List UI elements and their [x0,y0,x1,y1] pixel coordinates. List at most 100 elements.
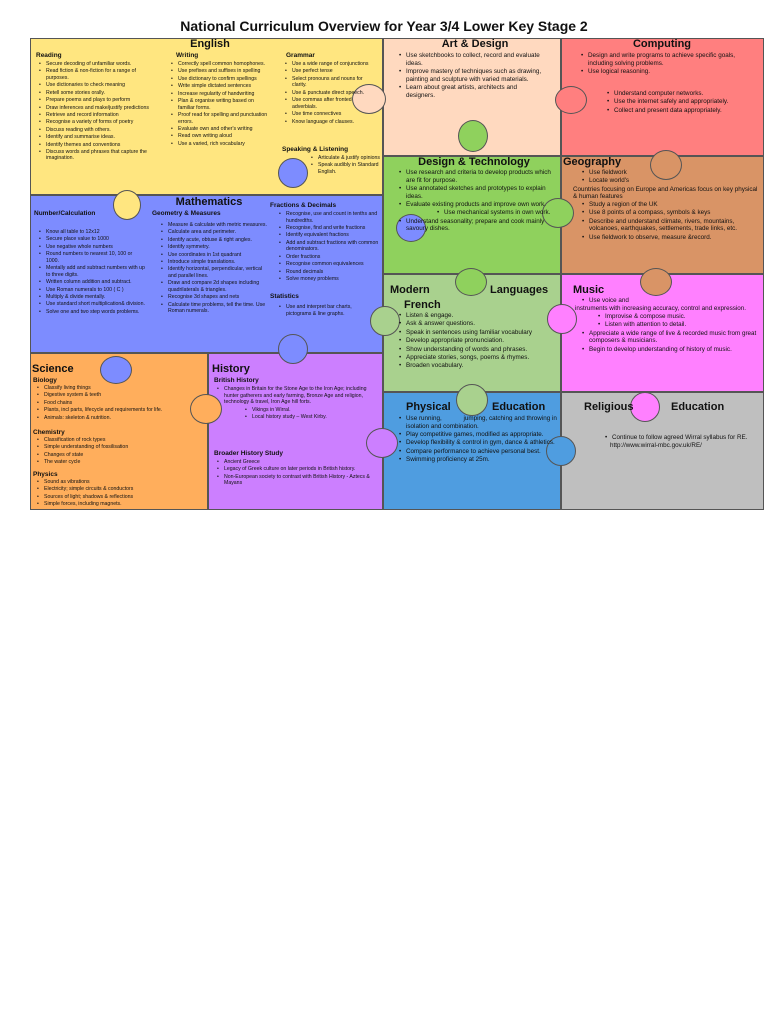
list-item: Learn about great artists, architects an… [399,84,546,99]
list-item: Identify acute, obtuse & right angles. [161,237,270,244]
list-item: Use prefixes and suffixes in spelling [171,68,268,75]
music-list: Use voice and instruments with increasin… [575,297,760,354]
puzzle-tab [555,86,587,114]
list-item: Use research and criteria to develop pro… [399,169,556,184]
fractions-label: Fractions & Decimals [270,202,337,209]
computing-heading: Computing [632,38,692,50]
list-item: Use mechanical systems in own work. [437,209,556,217]
list-item: Retrieve and record information [39,112,156,119]
list-item: Ask & answer questions. [399,320,558,328]
writing-list: Correctly spell common homophones. Use p… [168,61,268,148]
list-item: Use a varied, rich vocabulary [171,141,268,148]
mfl-list: Listen & engage. Ask & answer questions.… [396,312,558,371]
list-item: Discuss reading with others. [39,127,156,134]
list-item: Write simple dictated sentences [171,83,268,90]
list-item: Sources of light; shadows & reflections [37,494,194,501]
list-item: Show understanding of words and phrases. [399,346,558,354]
list-item: Introduce simple translations. [161,259,270,266]
british-history-label: British History [214,377,259,384]
re-panel [561,392,764,510]
list-item: Changes in Britain for the Stone Age to … [217,386,374,406]
list-item: Plants, incl parts, lifecycle and requir… [37,407,194,414]
art-list: Use sketchbooks to collect, record and e… [396,52,546,100]
chemistry-list: Classification of rock types Simple unde… [34,437,194,467]
british-history-list: Changes in Britain for the Stone Age to … [214,386,374,421]
maths-heading: Mathematics [175,196,243,208]
statistics-label: Statistics [270,293,299,300]
list-item: Correctly spell common homophones. [171,61,268,68]
list-item: Compare performance to achieve personal … [399,448,558,456]
pe-item-a: Use running, [406,415,442,422]
list-item: Use commas after fronted adverbials. [285,97,378,110]
list-item: Calculate area and perimeter. [161,229,270,236]
list-item: Use negative whole numbers [39,244,146,251]
list-item: Sound as vibrations [37,479,194,486]
pe-item-a2: jumping, catching and throwing in isolat… [406,415,557,430]
number-label: Number/Calculation [34,210,96,217]
list-item: Describe and understand climate, rivers,… [582,218,760,233]
list-item: Play competitive games, modified as appr… [399,431,558,439]
grammar-label: Grammar [286,52,315,59]
list-item: Locate world's [582,177,760,185]
list-item: Identify horizontal, perpendicular, vert… [161,266,270,279]
list-item: Proof read for spelling and punctuation … [171,112,268,125]
page-title: National Curriculum Overview for Year 3/… [180,18,588,34]
biology-label: Biology [33,377,57,384]
geography-heading: Geography [563,156,622,168]
list-item: Calculate time problems, tell the time. … [161,302,270,315]
computing-sub-list: Understand computer networks. Use the in… [604,90,754,115]
list-item: Recognise a variety of forms of poetry [39,119,156,126]
speaking-list: Articulate & justify opinions Speak audi… [308,155,382,176]
list-item: Use Roman numerals to 100 ( C ) [39,287,146,294]
list-item: Round decimals [279,269,380,276]
fractions-list: Recognise, use and count in tenths and h… [276,211,380,283]
list-item: Identify themes and conventions [39,142,156,149]
list-item: Use 8 points of a compass, symbols & key… [582,209,760,217]
list-item: Secure place value to 1000 [39,236,146,243]
list-item: Use a wide range of conjunctions [285,61,378,68]
list-item: Speak audibly in Standard English. [311,162,382,175]
list-item: Add and subtract fractions with common d… [279,240,380,253]
list-item: Written column addition and subtract. [39,279,146,286]
computing-list: Design and write programs to achieve spe… [578,52,758,76]
number-list: Know all table to 12x12 Secure place val… [36,229,146,316]
list-item: Use time connectives [285,111,378,118]
list-item: Use coordinates in 1st quadrant [161,252,270,259]
puzzle-tab [278,334,308,364]
writing-label: Writing [176,52,199,59]
list-item: Round numbers to nearest 10, 100 or 1000… [39,251,146,264]
list-item: Understand computer networks. [607,90,754,98]
re-heading-religious: Religious [584,401,634,413]
list-item: Mentally add and subtract numbers with u… [39,265,146,278]
broader-history-list: Ancient Greece Legacy of Greek culture o… [214,459,374,488]
list-item: Classification of rock types [37,437,194,444]
dt-heading: Design & Technology [418,156,530,168]
list-item: Prepare poems and plays to perform [39,97,156,104]
english-heading: English [190,38,230,50]
list-item: Simple forces, including magnets. [37,501,194,508]
re-link[interactable]: http://www.wirral-mbc.gov.uk/RE/ [610,442,702,450]
puzzle-tab [366,428,398,458]
list-item: Articulate & justify opinions [311,155,382,162]
reading-label: Reading [36,52,62,59]
list-item: Use and interpret bar charts, pictograms… [279,304,366,317]
list-item: Use & punctuate direct speech. [285,90,378,97]
puzzle-tab [100,356,132,384]
list-item: Listen with attention to detail. [598,321,760,329]
puzzle-tab [278,158,308,188]
list-item: Local history study – West Kirby. [245,414,374,421]
list-item: Use fieldwork to observe, measure &recor… [582,234,760,242]
science-heading: Science [32,363,74,375]
list-item: Read fiction & non-fiction for a range o… [39,68,156,81]
list-item: The water cycle [37,459,194,466]
list-item: Solve one and two step words problems. [39,309,146,316]
list-item: Food chains [37,400,194,407]
pe-list: Use running, jumping, catching and throw… [396,415,558,465]
list-item: Increase regularity of handwriting [171,91,268,98]
list-item: Develop flexibility & control in gym, da… [399,439,558,447]
puzzle-tab [458,120,488,152]
list-item: Use dictionary to confirm spellings [171,76,268,83]
list-item: Appreciate a wide range of live & record… [582,330,760,345]
list-item: Swimming proficiency at 25m. [399,456,558,464]
list-item: Multiply & divide mentally. [39,294,146,301]
